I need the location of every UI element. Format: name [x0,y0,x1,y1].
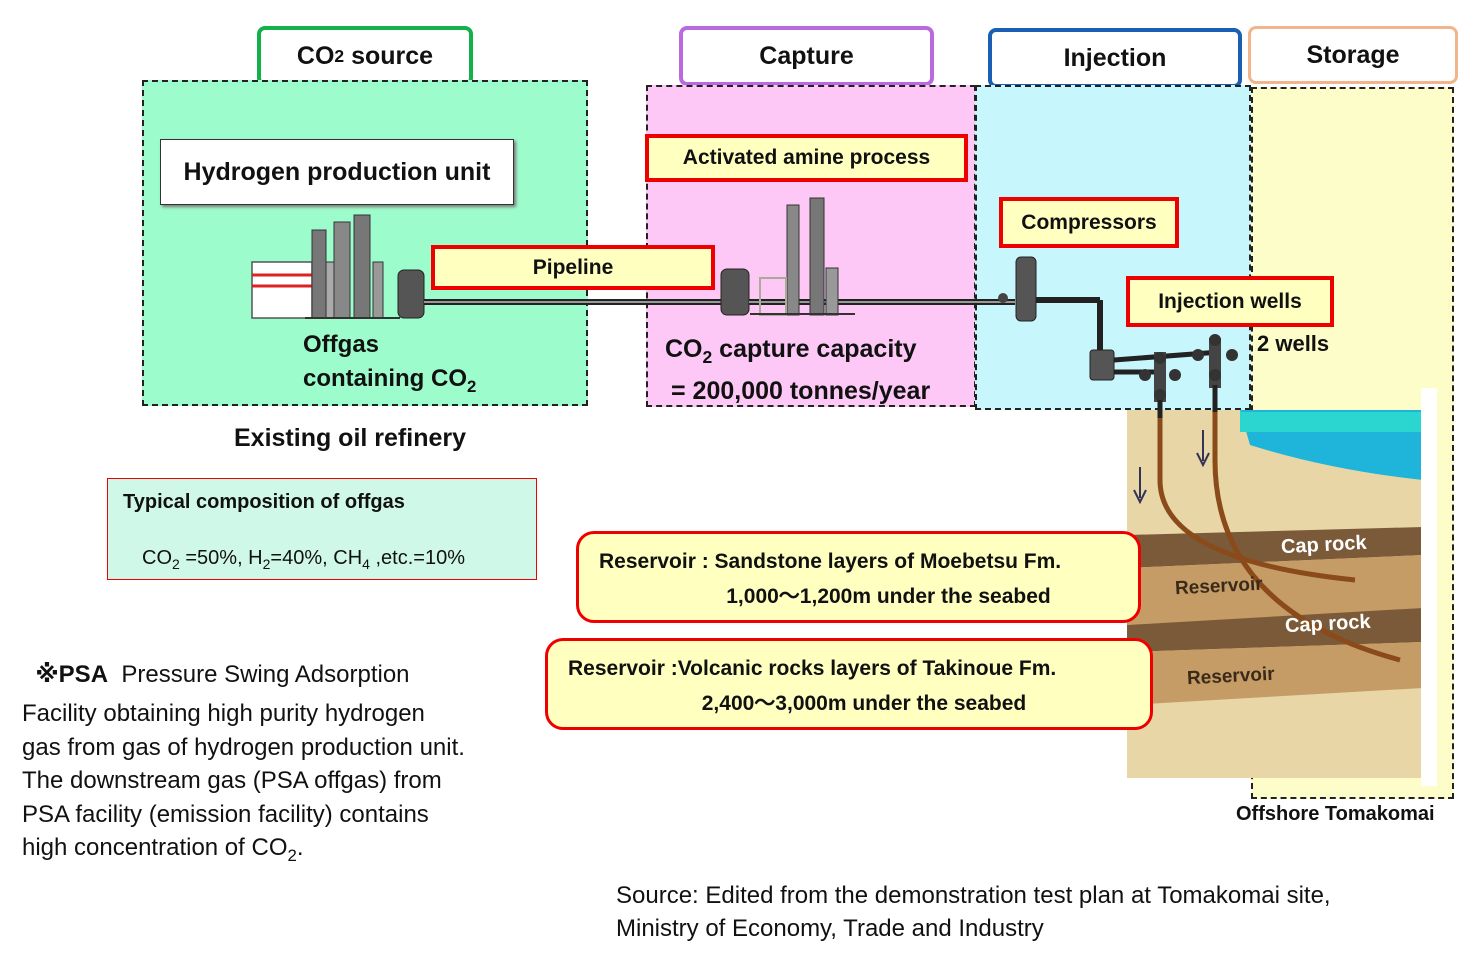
pipeline [424,268,1015,316]
activated-amine-process-label: Activated amine process [645,134,968,182]
wells-count: 2 wells [1257,331,1330,356]
refinery-illustration [251,214,425,319]
psa-description: Facility obtaining high purity hydrogen … [22,700,465,865]
compressor-illustration [998,256,1221,381]
source-note: Source: Edited from the demonstration te… [616,882,1331,942]
zone-co2-source [142,80,588,406]
offgas-label: Offgas containing CO2 [303,331,477,396]
cap-rock-label-lower: Cap rock [1284,610,1372,638]
pipeline-label: Pipeline [431,245,715,290]
psa-heading: ※PSA Pressure Swing Adsorption [35,661,410,688]
offgas-composition-box: Typical composition of offgas CO2 =50%, … [107,478,537,580]
composition-values: CO2 =50%, H2=40%, CH4 ,etc.=10% [142,547,465,572]
reservoir-label-lower: Reservoir [1186,663,1276,690]
geology-section [1127,388,1437,786]
reservoir-callout-moebetsu: Reservoir : Sandstone layers of Moebetsu… [576,531,1141,623]
injection-wells-label: Injection wells [1126,276,1334,327]
stage-label-storage: Storage [1248,26,1458,84]
capture-capacity: CO2 capture capacity = 200,000 tonnes/ye… [665,335,931,405]
offshore-location: Offshore Tomakomai [1236,803,1435,825]
capture-plant-illustration [750,197,855,316]
compressors-label: Compressors [999,197,1179,248]
composition-title: Typical composition of offgas [123,491,405,513]
cap-rock-label-upper: Cap rock [1280,531,1368,559]
reservoir-label-upper: Reservoir [1174,573,1264,600]
reservoir-callout-takinoue: Reservoir :Volcanic rocks layers of Taki… [545,638,1153,730]
existing-refinery-caption: Existing oil refinery [234,424,467,452]
stage-label-capture: Capture [679,26,934,86]
wellhead-2 [1192,334,1238,412]
wellhead-1 [1139,352,1181,418]
hydrogen-unit-label: Hydrogen production unit [160,139,514,205]
